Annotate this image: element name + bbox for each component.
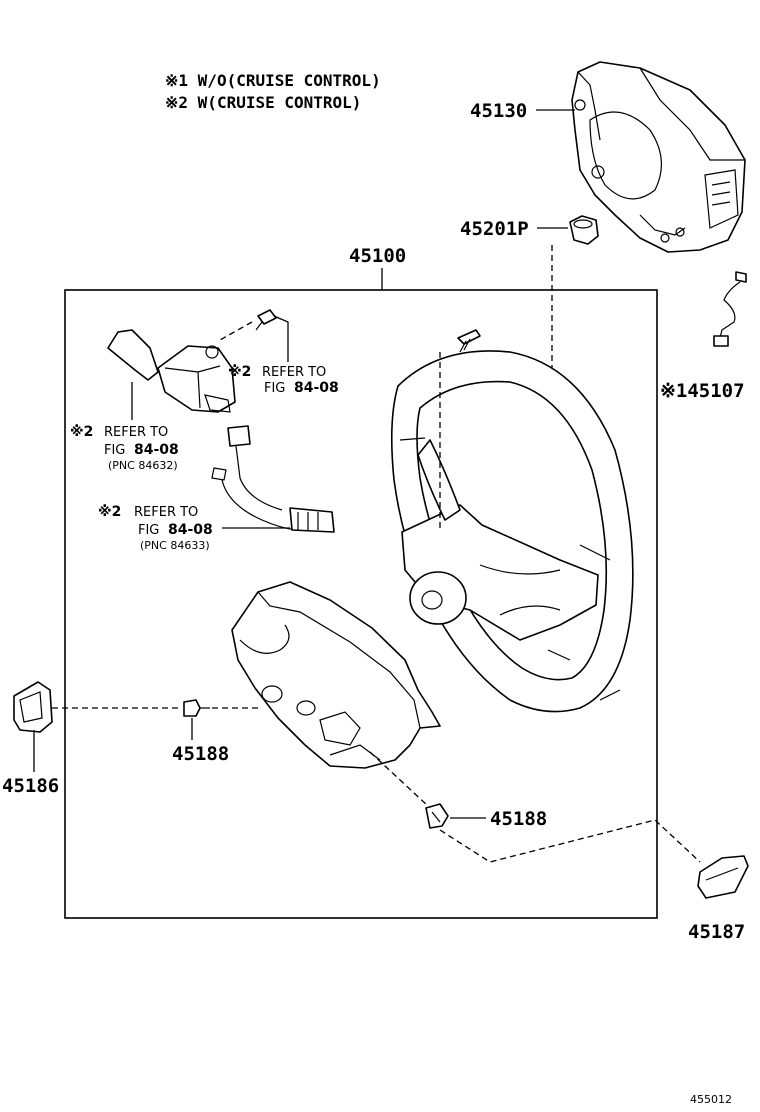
ref-upper-line1: REFER TO <box>262 365 326 380</box>
switch-icon[interactable] <box>107 329 236 413</box>
label-145107[interactable]: ※145107 <box>660 380 745 402</box>
ref-middle-line1: REFER TO <box>104 425 168 440</box>
ref-middle-pnc: (PNC 84632) <box>108 459 178 472</box>
label-45187[interactable]: 45187 <box>688 921 745 943</box>
steering-wheel-icon[interactable] <box>390 350 634 713</box>
ref-upper: ※2 REFER TO FIG 84-08 <box>228 364 339 396</box>
cover-icon[interactable] <box>13 681 53 733</box>
label-45100[interactable]: 45100 <box>349 245 406 267</box>
ref-middle-mark: ※2 <box>70 424 93 440</box>
wire-harness-icon[interactable] <box>713 271 747 347</box>
figure-number: 455012 <box>690 1093 732 1106</box>
screw-icon[interactable] <box>183 699 210 717</box>
ref-upper-fig: FIG <box>264 381 285 396</box>
nut-icon[interactable] <box>569 215 599 245</box>
dash-45187 <box>439 819 701 863</box>
assembly-frame <box>64 289 658 919</box>
ref-upper-mark: ※2 <box>228 364 251 380</box>
ref-middle-fig: FIG <box>104 443 125 458</box>
note-2: ※2 W(CRUISE CONTROL) <box>165 93 361 112</box>
leader-upper-ref <box>273 315 289 362</box>
ref-upper-fignum[interactable]: 84-08 <box>294 380 339 396</box>
dash-switch-screw <box>219 321 253 341</box>
airbag-module-icon[interactable] <box>571 61 746 253</box>
screw-icon[interactable] <box>425 803 449 829</box>
dash-45188-right-up <box>369 751 429 807</box>
label-45188-left[interactable]: 45188 <box>172 743 229 765</box>
ref-middle-fignum[interactable]: 84-08 <box>134 442 179 458</box>
wire-harness-icon[interactable] <box>211 425 335 533</box>
ref-middle: ※2 REFER TO FIG 84-08 (PNC 84632) <box>70 424 179 472</box>
screw-icon[interactable] <box>457 329 481 353</box>
note-1: ※1 W/O(CRUISE CONTROL) <box>165 71 381 90</box>
label-45186[interactable]: 45186 <box>2 775 59 797</box>
cover-icon[interactable] <box>697 855 749 899</box>
label-45188-right[interactable]: 45188 <box>490 808 547 830</box>
screw-icon[interactable] <box>255 309 277 331</box>
ref-lower-pnc: (PNC 84633) <box>140 539 210 552</box>
ref-lower: ※2 REFER TO FIG 84-08 (PNC 84633) <box>98 504 213 552</box>
label-45130[interactable]: 45130 <box>470 100 527 122</box>
label-45201P[interactable]: 45201P <box>460 218 529 240</box>
ref-lower-fig: FIG <box>138 523 159 538</box>
cover-icon[interactable] <box>231 581 441 769</box>
ref-lower-line1: REFER TO <box>134 505 198 520</box>
ref-lower-mark: ※2 <box>98 504 121 520</box>
ref-lower-fignum[interactable]: 84-08 <box>168 522 213 538</box>
